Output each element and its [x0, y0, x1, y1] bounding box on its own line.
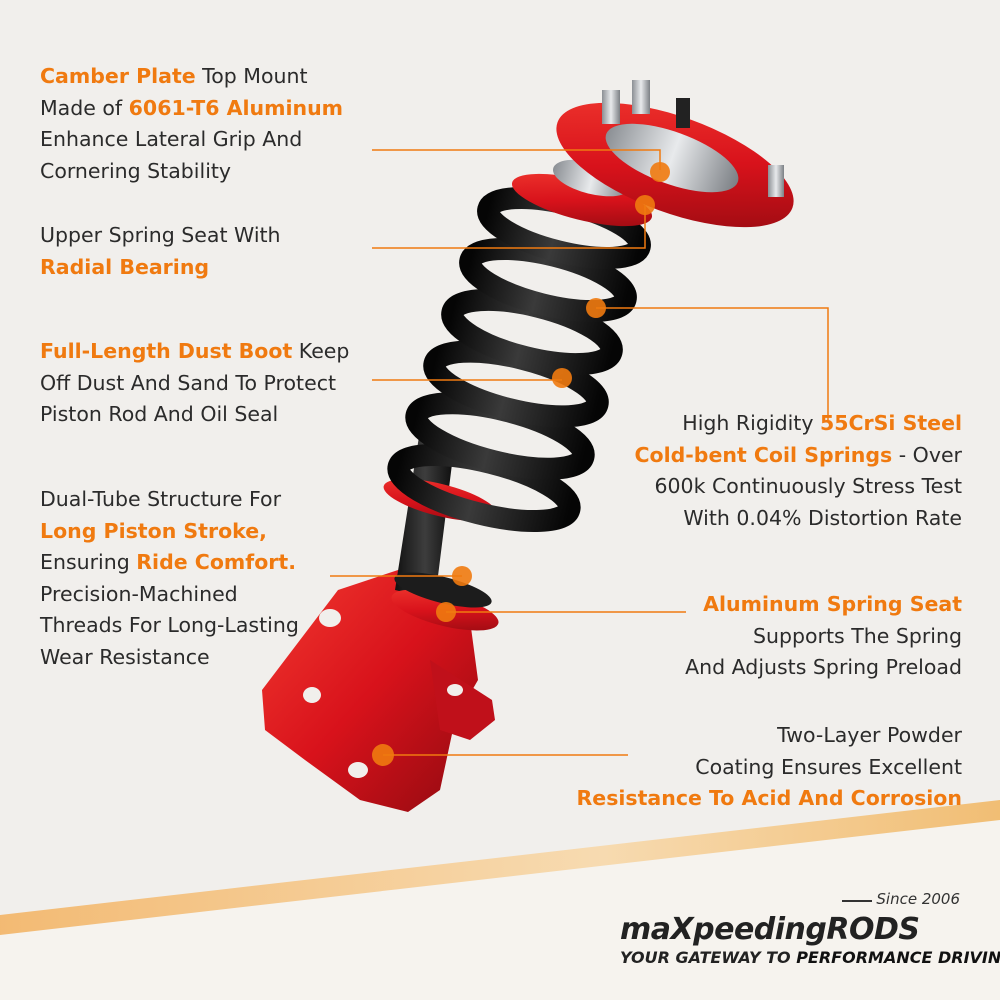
callout-line: Cold-bent Coil Springs - Over	[634, 440, 962, 472]
callout-highlight: Cold-bent Coil Springs	[634, 442, 893, 467]
callout-text: Piston Rod And Oil Seal	[40, 402, 279, 426]
brand-logo: Since 2006 maXpeedingRODS YOUR GATEWAY T…	[560, 890, 1000, 980]
callout-line: Long Piston Stroke,	[40, 516, 299, 548]
callout-text: Top Mount	[195, 64, 308, 88]
callout-text: Dual-Tube Structure For	[40, 487, 282, 511]
callout-line: Radial Bearing	[40, 252, 281, 284]
callout-text: Threads For Long-Lasting	[40, 613, 299, 637]
callout-text: With 0.04% Distortion Rate	[683, 505, 962, 530]
callout-highlight: 6061-T6 Aluminum	[128, 95, 344, 120]
brand-tagline-b: PERFORMANCE DRIVING	[796, 948, 1000, 967]
callout-line: With 0.04% Distortion Rate	[634, 503, 962, 535]
callout-line: And Adjusts Spring Preload	[685, 652, 962, 684]
callout-text: Supports The Spring	[752, 623, 962, 648]
callout-line: Precision-Machined	[40, 579, 299, 611]
callout-line: Camber Plate Top Mount	[40, 61, 343, 93]
callout-line: High Rigidity 55CrSi Steel	[634, 408, 962, 440]
callout-line: Piston Rod And Oil Seal	[40, 399, 349, 431]
coilover-assembly	[262, 80, 794, 812]
brand-tagline-a: YOUR GATEWAY TO	[620, 948, 797, 967]
callout-line: Cornering Stability	[40, 156, 343, 188]
callout-highlight: Long Piston Stroke,	[40, 518, 267, 543]
brand-tagline: YOUR GATEWAY TO PERFORMANCE DRIVING	[620, 948, 1000, 967]
callout-text: Upper Spring Seat With	[40, 223, 281, 247]
callout-text: Made of	[40, 95, 129, 120]
callout-text: Enhance Lateral Grip And	[40, 127, 303, 151]
callout-line: Enhance Lateral Grip And	[40, 124, 343, 156]
callout-highlight: Resistance To Acid And Corrosion	[576, 786, 963, 810]
decorative-swoosh	[0, 800, 1000, 1000]
callout-text: High Rigidity	[682, 411, 820, 435]
callout-line: Dual-Tube Structure For	[40, 484, 299, 516]
leader-lines	[330, 149, 829, 756]
callout-text: - Over	[892, 442, 962, 467]
brand-since: Since 2006	[876, 890, 960, 908]
shock-body	[395, 430, 455, 600]
callout-line: Off Dust And Sand To Protect	[40, 368, 349, 400]
callout-text: And Adjusts Spring Preload	[685, 655, 962, 679]
callout-line: Made of 6061-T6 Aluminum	[40, 93, 343, 125]
callout-line: 600k Continuously Stress Test	[634, 471, 962, 503]
callout-text: Two-Layer Powder	[777, 723, 962, 747]
callout-text: Off Dust And Sand To Protect	[40, 370, 337, 395]
callout-text: Cornering Stability	[40, 158, 232, 183]
callout-text: Ensuring	[40, 550, 137, 574]
callout-highlight: Radial Bearing	[40, 254, 210, 279]
callout-line: Resistance To Acid And Corrosion	[577, 783, 963, 815]
camber-plate	[556, 80, 794, 228]
callout-highlight: Ride Comfort.	[136, 550, 296, 574]
callout-highlight: Aluminum Spring Seat	[703, 592, 962, 616]
callout-line: Upper Spring Seat With	[40, 220, 281, 252]
callout-text: Precision-Machined	[40, 581, 238, 606]
callout-line: Two-Layer Powder	[577, 720, 962, 752]
callout-markers	[372, 162, 670, 766]
callout-line: Coating Ensures Excellent	[577, 752, 962, 784]
callout-line: Ensuring Ride Comfort.	[40, 547, 299, 579]
callout-line: Threads For Long-Lasting	[40, 610, 299, 642]
callout-line: Supports The Spring	[685, 621, 962, 653]
callout-text: Coating Ensures Excellent	[695, 754, 962, 779]
callout-line: Wear Resistance	[40, 642, 299, 674]
callout-text: Keep	[292, 339, 350, 363]
lower-bracket	[262, 570, 495, 812]
brand-rule	[842, 900, 872, 902]
callout-text: 600k Continuously Stress Test	[654, 474, 962, 498]
callout-line: Full-Length Dust Boot Keep	[40, 336, 349, 368]
callout-text: Wear Resistance	[40, 644, 210, 669]
callout-highlight: 55CrSi Steel	[819, 411, 962, 435]
callout-line: Aluminum Spring Seat	[685, 589, 962, 621]
brand-name: maXpeedingRODS	[620, 912, 920, 947]
callout-highlight: Camber Plate	[40, 64, 196, 88]
callout-highlight: Full-Length Dust Boot	[40, 339, 293, 363]
